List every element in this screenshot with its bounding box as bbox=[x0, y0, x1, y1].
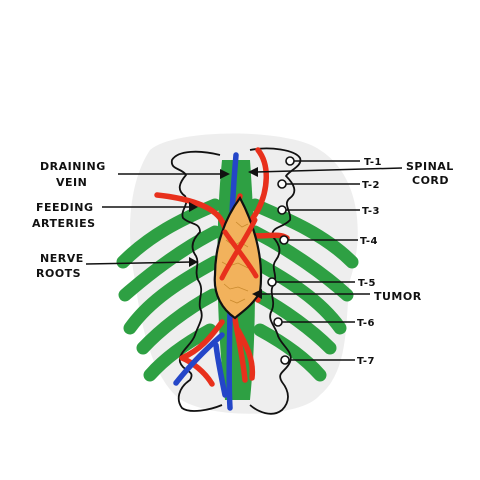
tumor-texture-line bbox=[223, 283, 249, 292]
vein-lower-left-branch bbox=[173, 332, 225, 386]
label-t1: T-1 bbox=[364, 157, 382, 168]
artery-over-tumor-2 bbox=[219, 217, 258, 281]
vertebra-marker-t7 bbox=[280, 355, 290, 365]
tumor-texture-line bbox=[229, 298, 246, 304]
leader-lines bbox=[85, 160, 403, 361]
artery-lower-right bbox=[235, 327, 256, 381]
label-tumor: TUMOR bbox=[374, 290, 422, 303]
label-t2: T-2 bbox=[362, 180, 380, 191]
arrowhead-spinal-cord bbox=[248, 167, 258, 177]
label-draining-vein-line2: VEIN bbox=[56, 176, 87, 189]
arrowhead-nerve-roots bbox=[189, 257, 198, 267]
arrowhead-feeding-arteries bbox=[189, 202, 198, 212]
label-feeding-arteries-line1: FEEDING bbox=[36, 201, 94, 214]
tumor-texture-line bbox=[235, 221, 249, 228]
nerve-root-right-1 bbox=[248, 198, 359, 269]
vertebra-outline-right bbox=[249, 147, 302, 415]
label-nerve-roots-line2: ROOTS bbox=[36, 267, 81, 280]
vertebra-marker-t2 bbox=[277, 179, 287, 189]
vertebra-outlines bbox=[170, 147, 302, 415]
artery-over-tumor-1 bbox=[222, 229, 259, 279]
label-t4: T-4 bbox=[360, 236, 378, 247]
nerve-root-right-4 bbox=[250, 288, 337, 355]
label-draining-vein-line1: DRAINING bbox=[40, 160, 106, 173]
nerve-root-left-1 bbox=[116, 198, 222, 269]
vertebra-marker-t3 bbox=[277, 205, 287, 215]
vertebra-marker-t5 bbox=[267, 277, 277, 287]
nerve-root-right-5 bbox=[253, 323, 327, 382]
leader-nerve-roots bbox=[85, 261, 193, 265]
label-t3: T-3 bbox=[362, 206, 380, 217]
vertebra-marker-t1 bbox=[285, 156, 295, 166]
label-spinal-cord-line1: SPINAL bbox=[406, 160, 454, 173]
arrowhead-draining-vein bbox=[220, 169, 230, 179]
nerve-root-right-3 bbox=[248, 255, 347, 335]
label-t7: T-7 bbox=[357, 356, 375, 367]
label-t6: T-6 bbox=[357, 318, 375, 329]
arteries-over-tumor bbox=[219, 217, 259, 281]
tumor-group bbox=[213, 195, 263, 320]
nerve-root-left-3 bbox=[123, 255, 222, 335]
arrowhead-tumor bbox=[252, 289, 262, 299]
label-t5: T-5 bbox=[358, 278, 376, 289]
vertebra-outline-left bbox=[170, 150, 223, 412]
vein-lower-branch bbox=[213, 342, 228, 398]
tumor-texture-line bbox=[221, 261, 249, 269]
vertebra-markers bbox=[267, 156, 295, 365]
label-spinal-cord-line2: CORD bbox=[412, 174, 449, 187]
vertebra-marker-t6 bbox=[273, 317, 283, 327]
arrowheads bbox=[189, 167, 262, 299]
nerve-root-left-5 bbox=[143, 323, 217, 382]
leader-spinal-cord bbox=[255, 167, 403, 173]
nerve-root-left-4 bbox=[136, 288, 220, 355]
label-feeding-arteries-line2: ARTERIES bbox=[32, 217, 96, 230]
artery-lower-left bbox=[179, 319, 225, 387]
label-nerve-roots-line1: NERVE bbox=[40, 252, 84, 265]
vertebra-marker-t4 bbox=[279, 235, 289, 245]
